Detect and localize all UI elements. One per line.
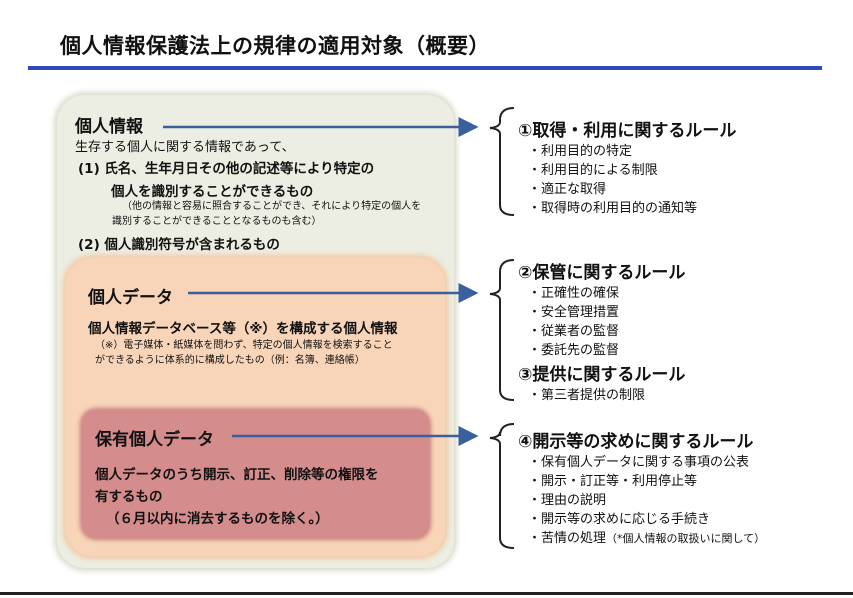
personal-info-note-line2: 識別することができることとなるものも含む） (112, 216, 322, 227)
rule4-item-last: ・苦情の処理（*個人情報の取扱いに関して） (528, 527, 765, 546)
rule1-item: ・取得時の利用目的の通知等 (528, 201, 698, 216)
rule3-heading: ③提供に関するルール (518, 365, 686, 385)
rule1-heading: ①取得・利用に関するルール (518, 121, 737, 141)
held-data-desc-line3: （６月以内に消去するものを除く。） (106, 511, 329, 527)
title-divider (28, 66, 822, 70)
rule1-item: ・利用目的の特定 (528, 144, 633, 159)
brace-rule2-3 (489, 259, 515, 401)
rule2-heading: ②保管に関するルール (518, 263, 686, 283)
personal-data-note-line1: （※）電子媒体・紙媒体を問わず、特定の個人情報を検索すること (95, 340, 393, 351)
rule3-item: ・第三者提供の制限 (528, 388, 646, 403)
rule4-item: ・理由の説明 (528, 493, 607, 508)
personal-info-desc: 生存する個人に関する情報であって、 (75, 140, 295, 155)
personal-data-note-line2: ができるように体系的に構成したもの（例：名簿、連絡帳） (95, 355, 365, 366)
rule4-item-text: ・苦情の処理 (528, 531, 607, 546)
rule4-item: ・保有個人データに関する事項の公表 (528, 455, 750, 470)
brace-rule1 (489, 107, 515, 216)
rule2-item: ・従業者の監督 (528, 324, 620, 339)
rule4-item-note: （*個人情報の取扱いに関して） (606, 532, 766, 545)
personal-data-desc: 個人情報データベース等（※）を構成する個人情報 (88, 321, 398, 337)
rule1-item: ・適正な取得 (528, 182, 607, 197)
personal-info-note-line1: （他の情報と容易に照合することができ、それにより特定の個人を (122, 201, 422, 212)
held-personal-data-box (82, 410, 429, 538)
personal-info-item1-line2: 個人を識別することができるもの (111, 184, 314, 200)
held-data-desc-line2: 有するもの (95, 489, 163, 505)
rule2-item: ・安全管理措置 (528, 305, 620, 320)
brace-rule4 (489, 423, 515, 549)
page-title: 個人情報保護法上の規律の適用対象（概要） (60, 34, 490, 58)
personal-info-item2: (2) 個人識別符号が含まれるもの (78, 237, 280, 253)
held-data-desc-line1: 個人データのうち開示、訂正、削除等の権限を (95, 467, 379, 483)
personal-info-heading: 個人情報 (75, 117, 143, 137)
rule1-item: ・利用目的による制限 (528, 163, 658, 178)
rule2-item: ・正確性の確保 (528, 286, 620, 301)
rule4-item: ・開示等の求めに応じる手続き (528, 512, 711, 527)
bottom-divider (0, 592, 853, 595)
rule2-item: ・委託先の監督 (528, 343, 620, 358)
personal-data-heading: 個人データ (88, 288, 173, 308)
rule4-item: ・開示・訂正等・利用停止等 (528, 474, 698, 489)
held-data-heading: 保有個人データ (95, 430, 214, 450)
rule4-heading: ④開示等の求めに関するルール (518, 432, 754, 452)
personal-info-item1-line1: (1) 氏名、生年月日その他の記述等により特定の (78, 161, 375, 177)
